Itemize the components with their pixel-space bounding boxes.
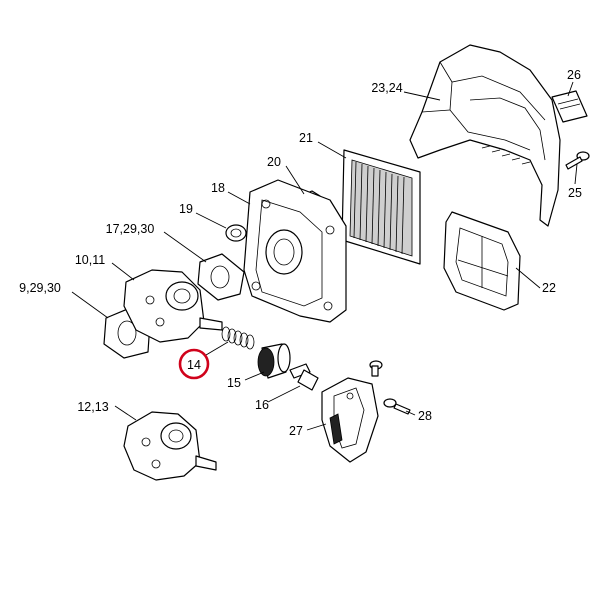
- callout-25: 25: [568, 186, 582, 200]
- callout-17-29-30: 17,29,30: [106, 222, 155, 236]
- spring-14: [221, 326, 255, 350]
- carburetor-10-11: [123, 269, 223, 343]
- callout-14: 14: [187, 358, 201, 372]
- callout-16: 16: [255, 398, 269, 412]
- gasket-17: [197, 253, 245, 301]
- callout-labels: 26 23,24 21 20 25 18 19 17,29,30 10,11 9…: [19, 68, 582, 438]
- grommet-19: [225, 224, 247, 242]
- callout-20: 20: [267, 155, 281, 169]
- label-sticker: [551, 90, 588, 123]
- bracket-27: [321, 377, 379, 463]
- air-filter-cover: [409, 44, 561, 227]
- callout-10-11: 10,11: [75, 253, 105, 267]
- callout-28: 28: [418, 409, 432, 423]
- screw-28: [383, 398, 411, 415]
- callout-27: 27: [289, 424, 303, 438]
- highlight-ring-14: [178, 348, 210, 380]
- callout-18: 18: [211, 181, 225, 195]
- sleeve-15: [257, 343, 291, 379]
- screw-25: [565, 151, 590, 170]
- screw-27-top: [369, 360, 383, 377]
- callout-12-13: 12,13: [77, 400, 108, 414]
- callout-9-29-30: 9,29,30: [19, 281, 61, 295]
- callout-15: 15: [227, 376, 241, 390]
- callout-23-24: 23,24: [371, 81, 402, 95]
- air-filter-21: [341, 149, 421, 265]
- callout-26: 26: [567, 68, 581, 82]
- cover-vent-slots: [481, 145, 531, 165]
- leader-lines: [71, 81, 578, 431]
- carburetor-12-13: [123, 411, 217, 481]
- callout-22: 22: [542, 281, 556, 295]
- pin-16: [289, 363, 319, 391]
- carburetor-box-18: [243, 179, 347, 323]
- prefilter-22: [443, 211, 521, 311]
- callout-21: 21: [299, 131, 313, 145]
- callout-19: 19: [179, 202, 193, 216]
